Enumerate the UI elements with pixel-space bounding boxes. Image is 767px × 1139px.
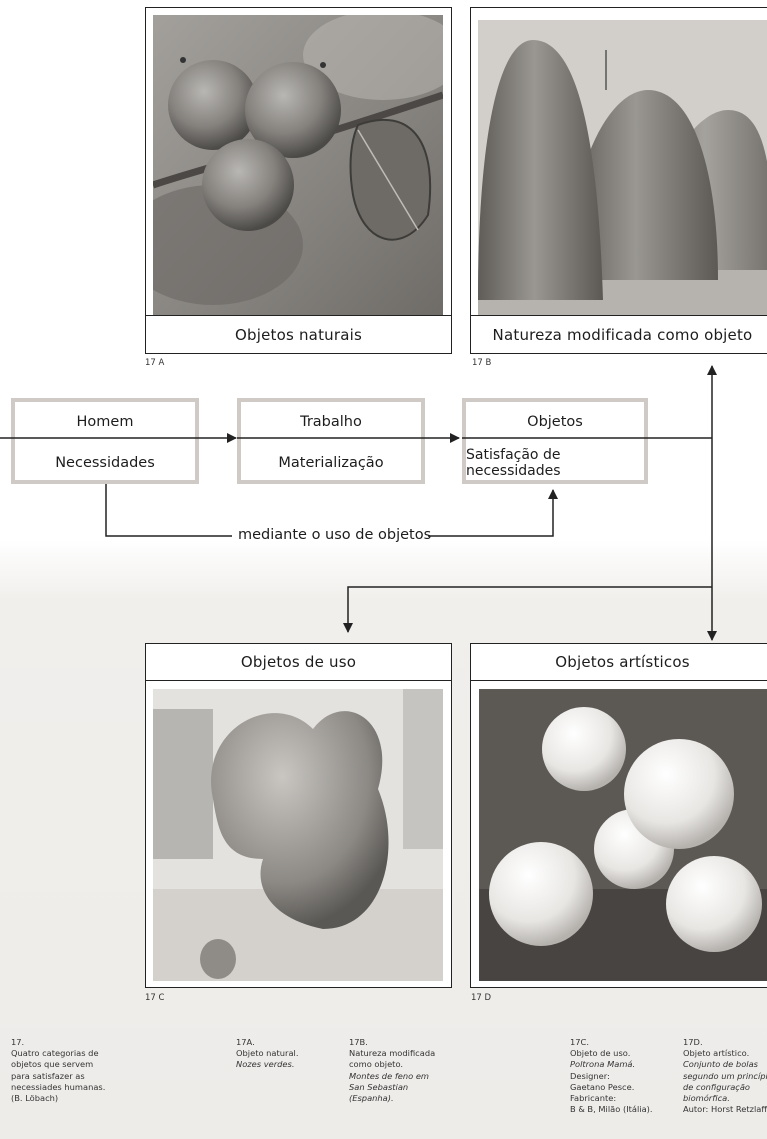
note-line: 17. bbox=[11, 1037, 105, 1048]
note-line: Objeto de uso. bbox=[570, 1048, 653, 1059]
note-17: 17. Quatro categorias de objetos que ser… bbox=[11, 1037, 105, 1104]
photo-panel-17c: Objetos de uso bbox=[145, 643, 452, 988]
note-line: Objeto natural. bbox=[236, 1048, 298, 1059]
note-line: objetos que servem bbox=[11, 1059, 105, 1070]
note-line: 17A. bbox=[236, 1037, 298, 1048]
note-line: biomórfica. bbox=[683, 1093, 767, 1104]
note-line: Fabricante: bbox=[570, 1093, 653, 1104]
caption-objetos-artisticos: Objetos artísticos bbox=[471, 644, 767, 681]
note-line: como objeto. bbox=[349, 1059, 435, 1070]
figure-label-17c: 17 C bbox=[145, 993, 164, 1003]
note-line: Quatro categorias de bbox=[11, 1048, 105, 1059]
note-line: Objeto artístico. bbox=[683, 1048, 767, 1059]
note-line: 17B. bbox=[349, 1037, 435, 1048]
photo-panel-17d: Objetos artísticos bbox=[470, 643, 767, 988]
note-line: Nozes verdes. bbox=[236, 1059, 298, 1070]
note-line: para satisfazer as bbox=[11, 1071, 105, 1082]
note-line: (Espanha). bbox=[349, 1093, 435, 1104]
note-line: Natureza modificada bbox=[349, 1048, 435, 1059]
note-line: Conjunto de bolas bbox=[683, 1059, 767, 1070]
note-line: de configuração bbox=[683, 1082, 767, 1093]
note-line: Designer: bbox=[570, 1071, 653, 1082]
note-line: necessiades humanas. bbox=[11, 1082, 105, 1093]
note-line: (B. Löbach) bbox=[11, 1093, 105, 1104]
note-line: 17C. bbox=[570, 1037, 653, 1048]
caption-objetos-de-uso: Objetos de uso bbox=[146, 644, 451, 681]
note-line: Montes de feno em bbox=[349, 1071, 435, 1082]
note-line: B & B, Milão (Itália). bbox=[570, 1104, 653, 1115]
note-17b: 17B. Natureza modificada como objeto. Mo… bbox=[349, 1037, 435, 1104]
note-17c: 17C. Objeto de uso. Poltrona Mamá. Desig… bbox=[570, 1037, 653, 1115]
note-line: Autor: Horst Retzlaff bbox=[683, 1104, 767, 1115]
note-line: Poltrona Mamá. bbox=[570, 1059, 653, 1070]
figure-label-17d: 17 D bbox=[471, 993, 491, 1003]
photo-poltrona-mama bbox=[153, 689, 443, 981]
photo-sphere-sculpture bbox=[479, 689, 767, 981]
note-line: Gaetano Pesce. bbox=[570, 1082, 653, 1093]
note-17a: 17A. Objeto natural. Nozes verdes. bbox=[236, 1037, 298, 1071]
note-17d: 17D. Objeto artístico. Conjunto de bolas… bbox=[683, 1037, 767, 1115]
note-line: San Sebastian bbox=[349, 1082, 435, 1093]
note-line: 17D. bbox=[683, 1037, 767, 1048]
note-line: segundo um princípio bbox=[683, 1071, 767, 1082]
